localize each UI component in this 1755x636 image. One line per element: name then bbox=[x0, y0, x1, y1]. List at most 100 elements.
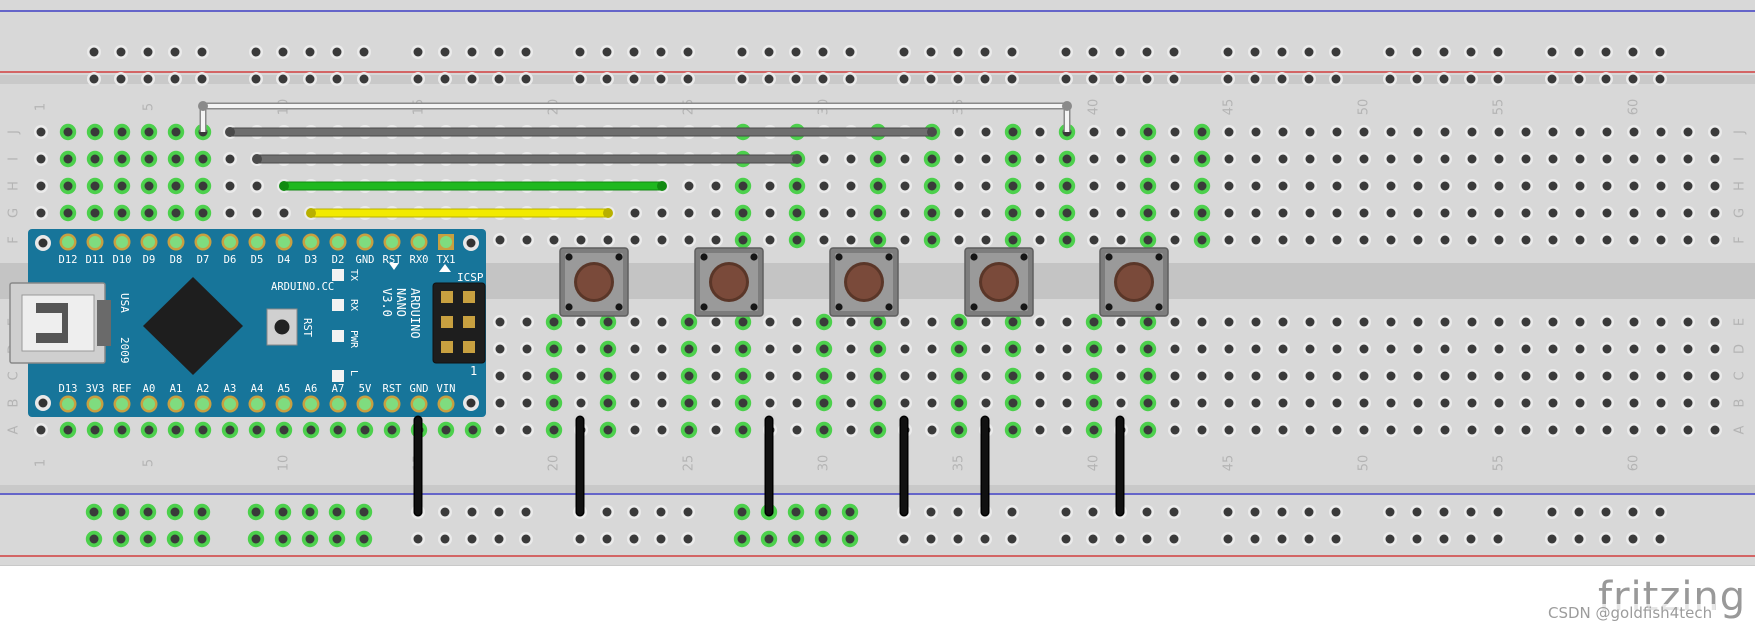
row-label: I bbox=[1733, 157, 1748, 161]
bottom-pin-label: RST bbox=[383, 383, 403, 395]
breadboard-hole bbox=[1224, 181, 1234, 191]
button-corner-dot bbox=[700, 253, 708, 261]
breadboard-hole bbox=[1062, 181, 1072, 191]
mounting-hole-center bbox=[466, 238, 476, 248]
breadboard-hole bbox=[981, 371, 991, 381]
tactile-button bbox=[829, 247, 899, 317]
breadboard-hole bbox=[657, 235, 667, 245]
breadboard-hole bbox=[1412, 534, 1422, 544]
breadboard-hole bbox=[1089, 317, 1099, 327]
breadboard-hole bbox=[846, 398, 856, 408]
breadboard-hole bbox=[522, 317, 532, 327]
column-number: 1 bbox=[34, 103, 49, 111]
breadboard-hole bbox=[1359, 154, 1369, 164]
model-text-line: V3.0 bbox=[380, 288, 394, 317]
bottom-pin-label: A4 bbox=[251, 383, 264, 395]
breadboard-hole bbox=[1224, 344, 1234, 354]
breadboard-hole bbox=[1035, 208, 1045, 218]
header-pin-hole bbox=[224, 236, 236, 248]
row-label: B bbox=[7, 399, 22, 408]
jumper-wires-top bbox=[198, 101, 1072, 218]
breadboard-hole bbox=[1062, 317, 1072, 327]
breadboard-hole bbox=[900, 208, 910, 218]
breadboard-hole bbox=[333, 425, 343, 435]
header-pin-hole bbox=[197, 398, 209, 410]
breadboard-hole bbox=[684, 344, 694, 354]
status-led bbox=[332, 370, 344, 382]
breadboard-hole bbox=[495, 398, 505, 408]
breadboard-hole bbox=[981, 181, 991, 191]
breadboard-hole bbox=[1143, 371, 1153, 381]
breadboard-hole bbox=[1089, 208, 1099, 218]
breadboard-hole bbox=[1385, 534, 1395, 544]
breadboard-hole bbox=[1089, 127, 1099, 137]
breadboard-hole bbox=[1332, 154, 1342, 164]
gray-wire-d5-end bbox=[252, 154, 262, 164]
breadboard-hole bbox=[1710, 371, 1720, 381]
breadboard-hole bbox=[711, 371, 721, 381]
breadboard-hole bbox=[197, 507, 207, 517]
header-pin-hole bbox=[386, 398, 398, 410]
breadboard-hole bbox=[1224, 154, 1234, 164]
breadboard-hole bbox=[737, 507, 747, 517]
breadboard-hole bbox=[1548, 208, 1558, 218]
breadboard-hole bbox=[440, 74, 450, 84]
breadboard-hole bbox=[792, 181, 802, 191]
header-pin-hole bbox=[62, 236, 74, 248]
breadboard-hole bbox=[1521, 181, 1531, 191]
breadboard-hole bbox=[1332, 127, 1342, 137]
button-corner-dot bbox=[750, 303, 758, 311]
breadboard-hole bbox=[1359, 235, 1369, 245]
breadboard-hole bbox=[1628, 47, 1638, 57]
breadboard-hole bbox=[926, 47, 936, 57]
header-pin-hole bbox=[89, 398, 101, 410]
breadboard-hole bbox=[1629, 398, 1639, 408]
breadboard-hole bbox=[467, 47, 477, 57]
breadboard-hole bbox=[1035, 317, 1045, 327]
breadboard-hole bbox=[63, 127, 73, 137]
breadboard-hole bbox=[1224, 317, 1234, 327]
breadboard-hole bbox=[1386, 317, 1396, 327]
breadboard-hole bbox=[1305, 208, 1315, 218]
breadboard-hole bbox=[225, 181, 235, 191]
breadboard-hole bbox=[981, 127, 991, 137]
top-pin-label: RX0 bbox=[410, 254, 429, 266]
breadboard-hole bbox=[1062, 344, 1072, 354]
breadboard-hole bbox=[1386, 344, 1396, 354]
breadboard-hole bbox=[1710, 208, 1720, 218]
breadboard-hole bbox=[1548, 425, 1558, 435]
breadboard-hole bbox=[657, 425, 667, 435]
gray-wire-d6-end bbox=[225, 127, 235, 137]
breadboard-hole bbox=[1494, 344, 1504, 354]
breadboard-hole bbox=[1521, 127, 1531, 137]
breadboard-hole bbox=[225, 208, 235, 218]
breadboard-hole bbox=[1656, 208, 1666, 218]
breadboard-hole bbox=[522, 235, 532, 245]
breadboard-hole bbox=[1575, 208, 1585, 218]
breadboard-hole bbox=[495, 425, 505, 435]
row-label: B bbox=[1733, 399, 1748, 408]
top-pin-label: D10 bbox=[113, 254, 132, 266]
breadboard-hole bbox=[1359, 344, 1369, 354]
breadboard-hole bbox=[1494, 235, 1504, 245]
breadboard-hole bbox=[1656, 425, 1666, 435]
row-label: C bbox=[1733, 371, 1748, 380]
button-corner-dot bbox=[1155, 303, 1163, 311]
breadboard-hole bbox=[1440, 154, 1450, 164]
breadboard-hole bbox=[603, 344, 613, 354]
breadboard-hole bbox=[332, 534, 342, 544]
breadboard-hole bbox=[251, 507, 261, 517]
breadboard-hole bbox=[1142, 74, 1152, 84]
breadboard-hole bbox=[198, 181, 208, 191]
breadboard-hole bbox=[791, 507, 801, 517]
breadboard-hole bbox=[927, 317, 937, 327]
breadboard-hole bbox=[1466, 534, 1476, 544]
breadboard-hole bbox=[1467, 317, 1477, 327]
bottom-pin-label: 5V bbox=[359, 383, 372, 395]
breadboard-hole bbox=[1440, 235, 1450, 245]
breadboard-hole bbox=[1143, 344, 1153, 354]
breadboard-hole bbox=[1197, 344, 1207, 354]
breadboard-hole bbox=[1088, 47, 1098, 57]
breadboard-hole bbox=[170, 74, 180, 84]
breadboard-hole bbox=[927, 154, 937, 164]
